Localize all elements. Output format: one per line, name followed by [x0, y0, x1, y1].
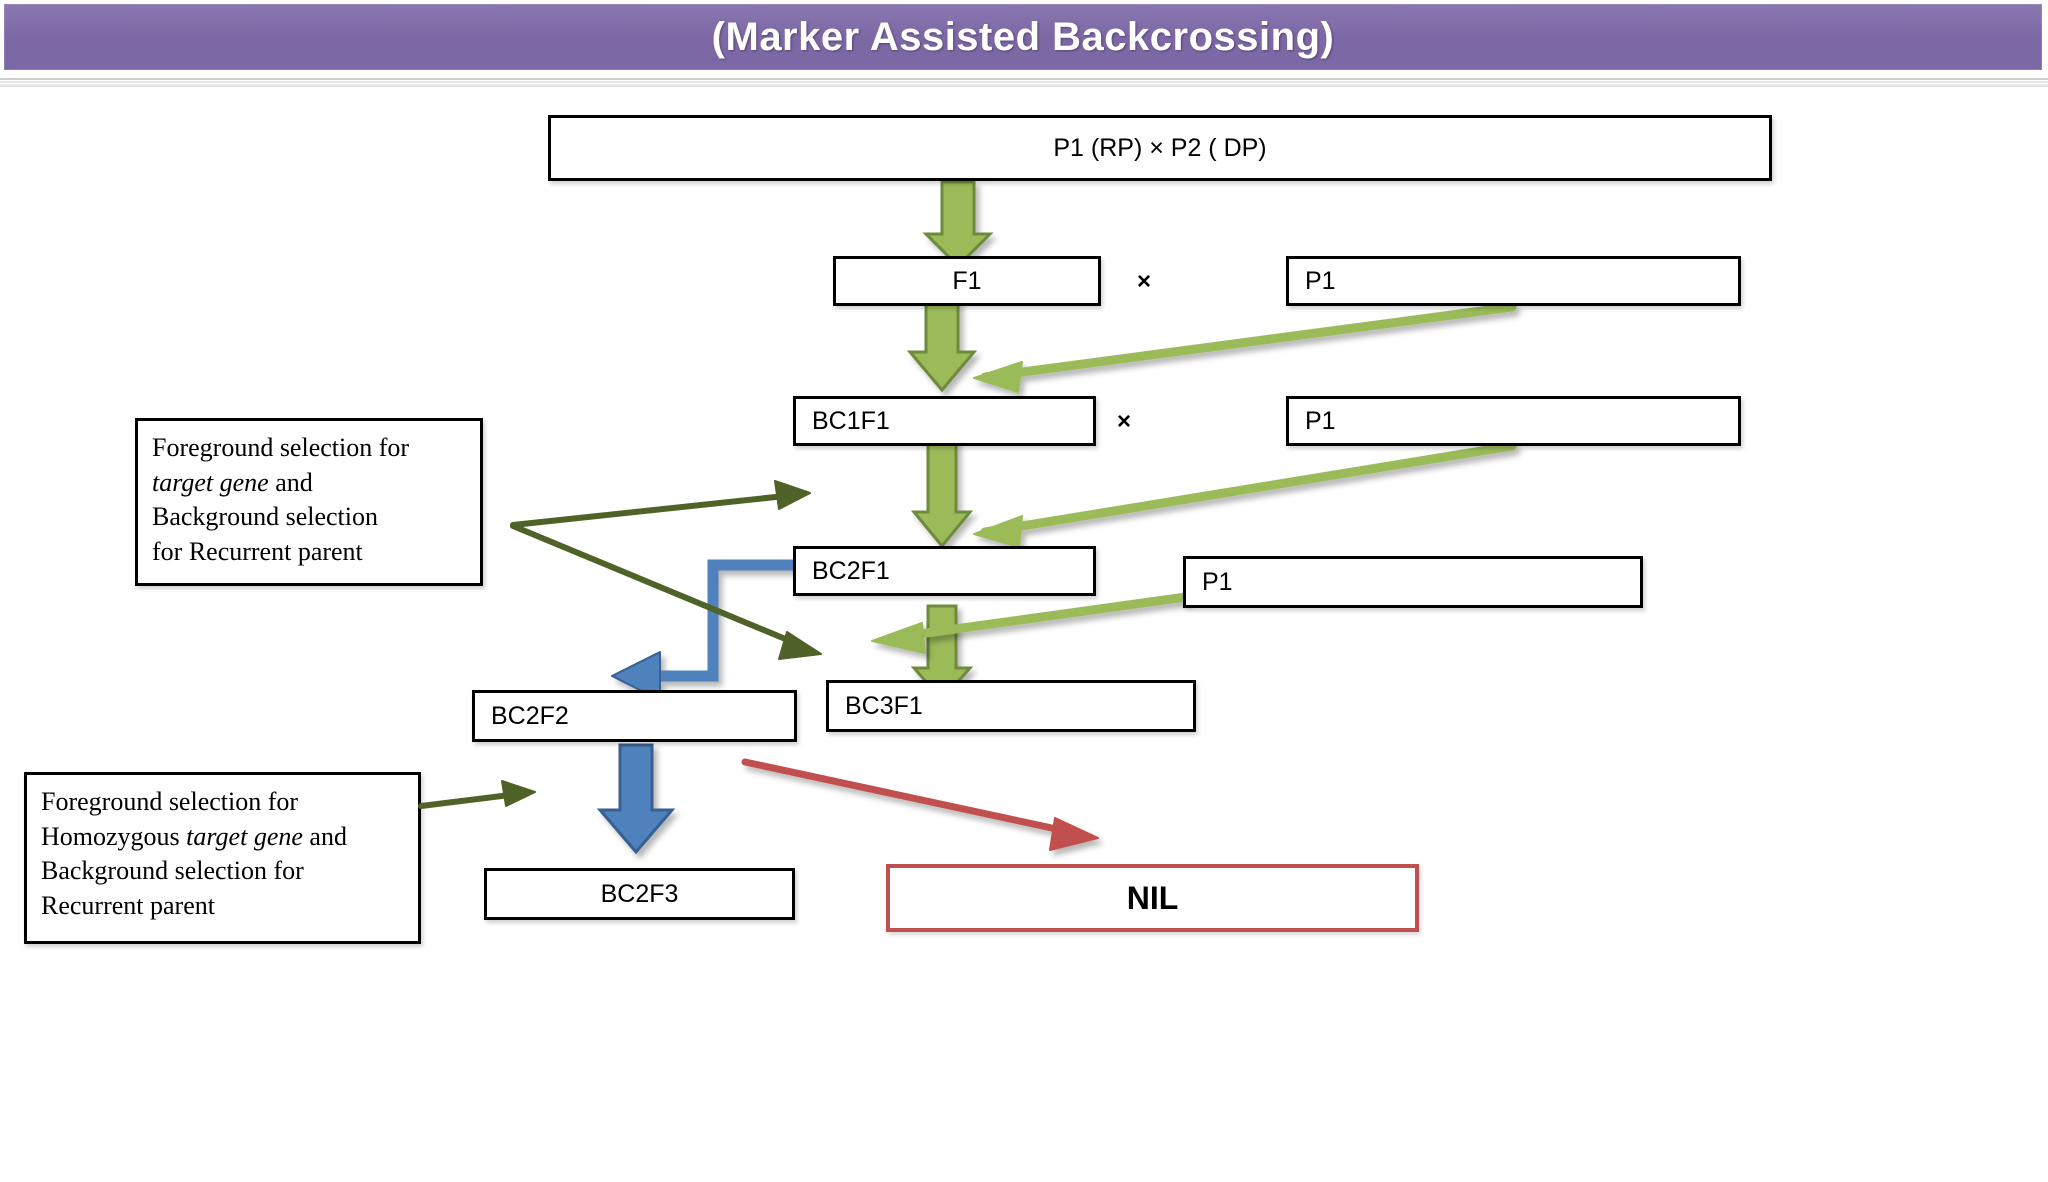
green-down-arrow-bc2f1 — [910, 438, 974, 549]
olive-arrow-lower-branch — [510, 523, 822, 660]
box-p1-c[interactable]: P1 — [1183, 556, 1643, 608]
box-f1-label: F1 — [952, 266, 982, 295]
anno2-line2-pre: Homozygous — [41, 821, 187, 851]
annotation-foreground-selection-1[interactable]: Foreground selection for target gene and… — [135, 418, 483, 586]
anno2-line2-rest: and — [302, 821, 347, 851]
page-title: (Marker Assisted Backcrossing) — [711, 14, 1335, 59]
anno1-line2-rest: and — [268, 467, 313, 497]
red-arrow-to-nil — [741, 758, 1099, 851]
box-cross-top-label: P1 (RP) × P2 ( DP) — [1053, 133, 1267, 162]
anno2-line2-italic: target gene — [186, 821, 303, 851]
blue-elbow-connector — [611, 559, 795, 701]
olive-arrow-annotation-2 — [418, 780, 536, 809]
box-nil-label: NIL — [1126, 879, 1179, 916]
box-nil[interactable]: NIL — [886, 864, 1419, 932]
box-f1[interactable]: F1 — [833, 256, 1101, 306]
box-bc2f3-label: BC2F3 — [600, 879, 679, 908]
box-bc2f2-label: BC2F2 — [491, 701, 569, 730]
box-bc1f1-label: BC1F1 — [812, 406, 890, 435]
box-bc2f2[interactable]: BC2F2 — [472, 690, 797, 742]
box-p1-a[interactable]: P1 — [1286, 256, 1741, 306]
box-p1-b-label: P1 — [1305, 406, 1336, 435]
anno1-line2: target gene and — [152, 466, 468, 501]
box-p1-b[interactable]: P1 — [1286, 396, 1741, 446]
box-bc3f1-label: BC3F1 — [845, 691, 923, 720]
box-cross-top[interactable]: P1 (RP) × P2 ( DP) — [548, 115, 1772, 181]
green-diagonal-arrow-p1c — [871, 592, 1191, 654]
box-p1-c-label: P1 — [1202, 567, 1233, 596]
olive-arrow-upper-branch — [510, 480, 811, 528]
green-down-arrow-f1 — [922, 180, 994, 269]
anno1-line4: for Recurrent parent — [152, 536, 363, 566]
box-bc3f1[interactable]: BC3F1 — [826, 680, 1196, 732]
anno2-line4: Recurrent parent — [41, 890, 215, 920]
banner-divider-shadow — [0, 84, 2048, 87]
anno2-line3: Background selection for — [41, 856, 304, 886]
title-banner: (Marker Assisted Backcrossing) — [4, 4, 2042, 70]
annotation-foreground-selection-2[interactable]: Foreground selection for Homozygous targ… — [24, 772, 421, 944]
cross-symbol-f1-p1: × — [1137, 268, 1152, 295]
banner-divider — [0, 78, 2048, 83]
box-p1-a-label: P1 — [1305, 266, 1336, 295]
anno1-line3: Background selection — [152, 502, 378, 532]
box-bc2f1-label: BC2F1 — [812, 556, 890, 585]
anno1-line2-italic: target gene — [152, 467, 269, 497]
green-diagonal-arrow-p1b — [973, 441, 1517, 548]
green-diagonal-arrow-p1a — [973, 302, 1517, 393]
green-down-arrow-bc1f1 — [906, 298, 978, 393]
cross-symbol-bc1f1-p1: × — [1117, 408, 1132, 435]
box-bc1f1[interactable]: BC1F1 — [793, 396, 1096, 446]
box-bc2f1[interactable]: BC2F1 — [793, 546, 1096, 596]
blue-down-arrow-bc2f3 — [596, 743, 676, 855]
box-bc2f3[interactable]: BC2F3 — [484, 868, 795, 920]
anno2-line1: Foreground selection for — [41, 787, 299, 816]
anno1-line1: Foreground selection for — [152, 433, 410, 462]
anno2-line2: Homozygous target gene and — [41, 820, 406, 855]
